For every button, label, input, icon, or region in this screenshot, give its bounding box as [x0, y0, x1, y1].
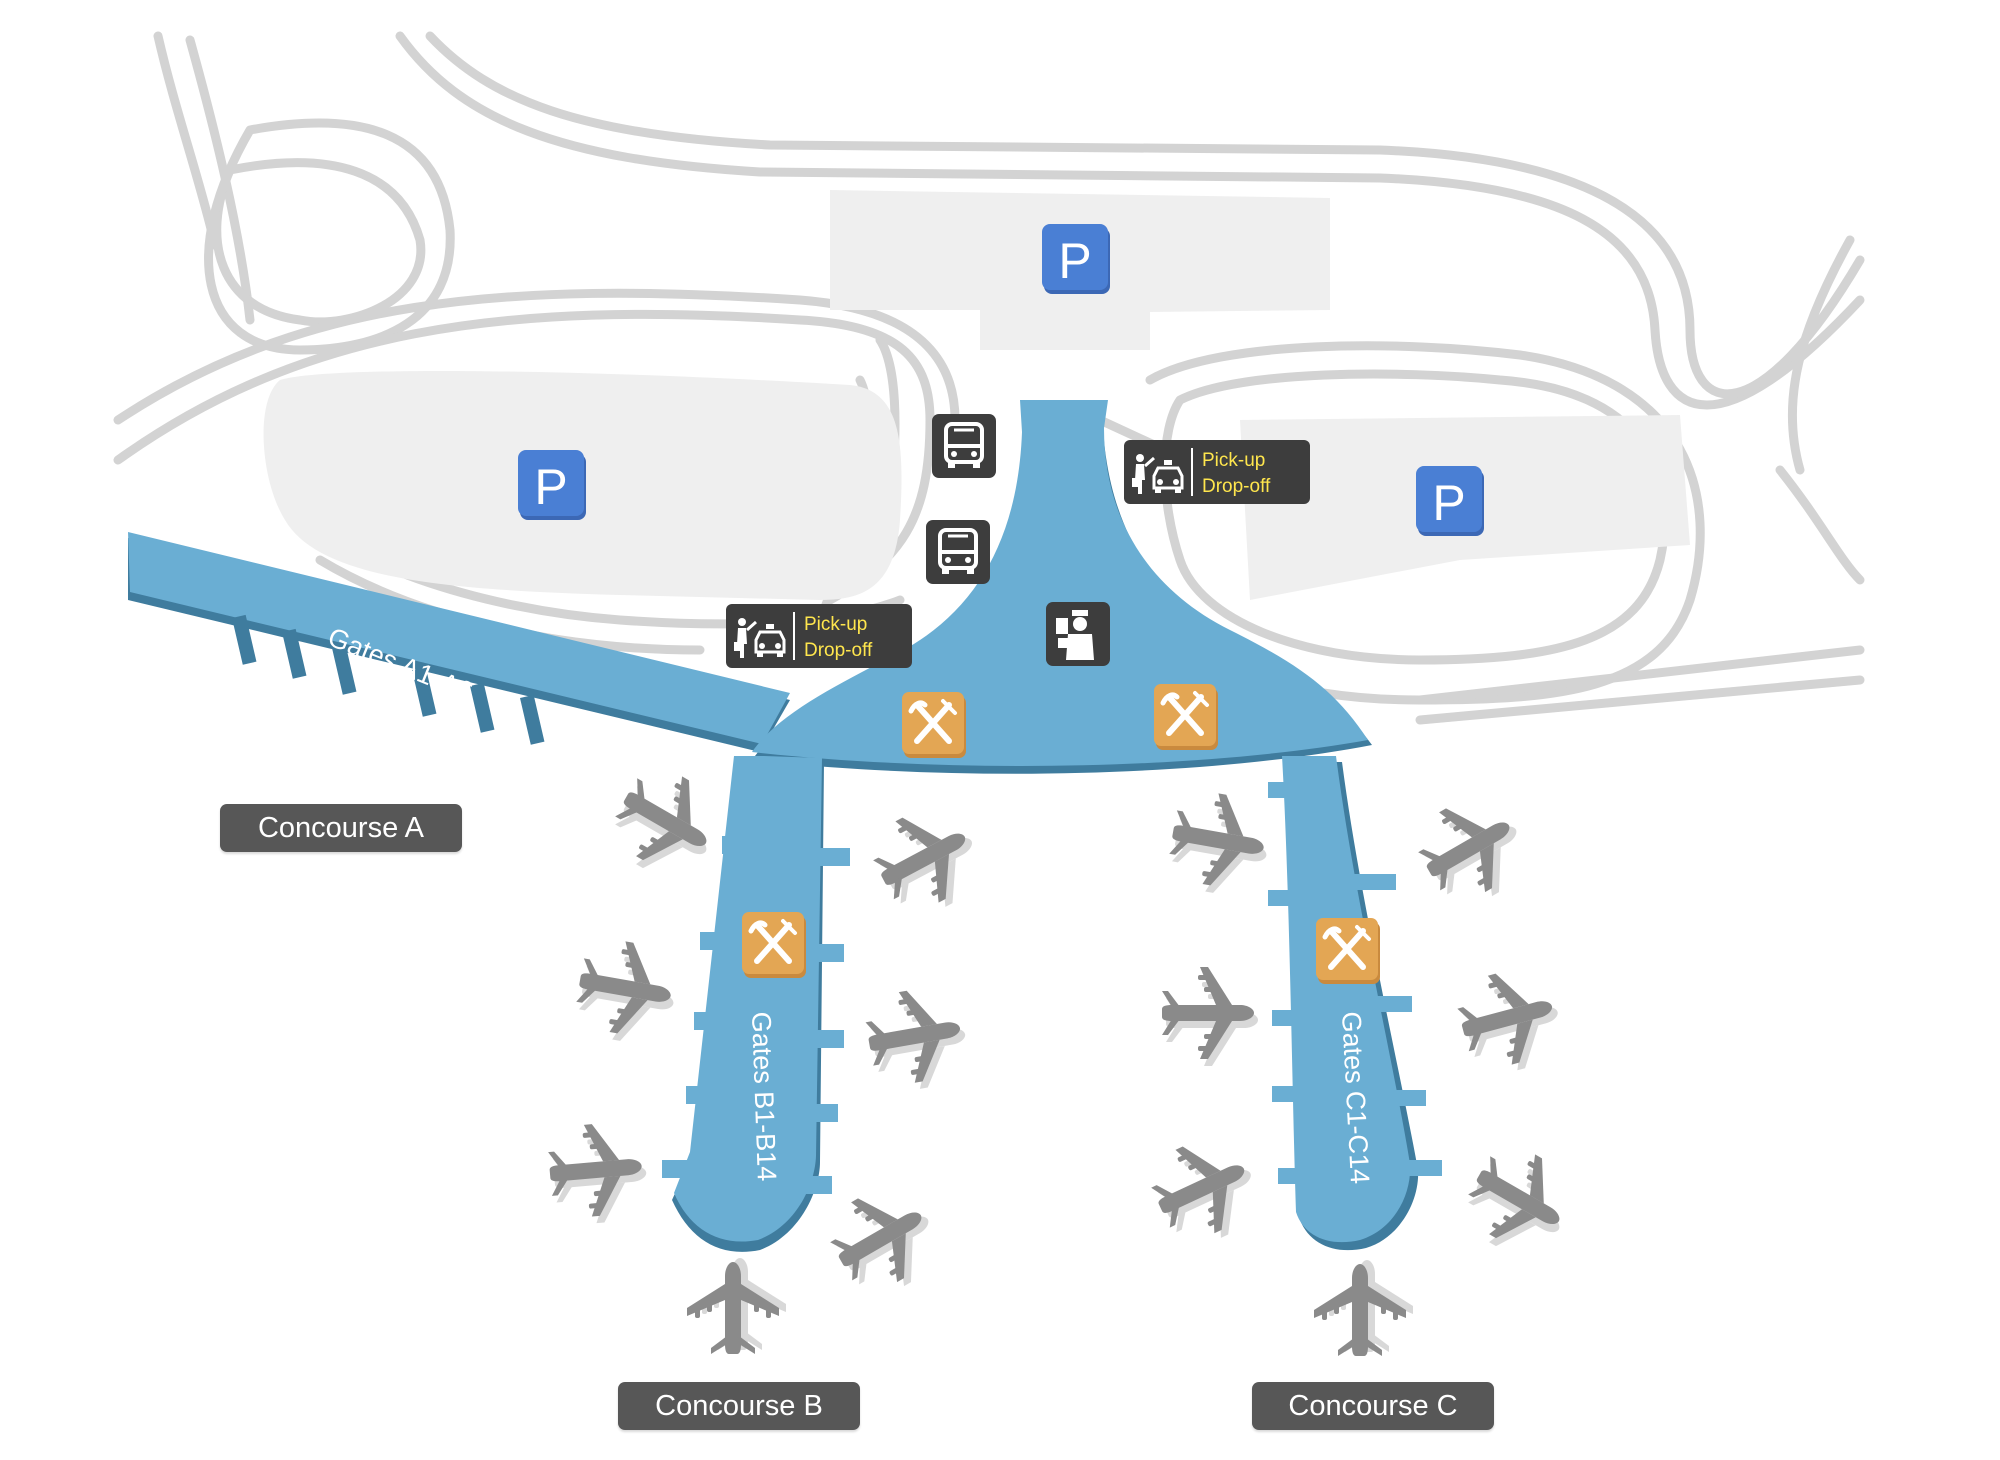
security-checkpoint-badge[interactable] — [1046, 602, 1110, 666]
parking-badge-north[interactable]: P — [1042, 224, 1110, 294]
restaurant-badge-1[interactable] — [902, 692, 966, 758]
airplane-icon — [1314, 1260, 1413, 1356]
airplane-icon — [818, 1175, 951, 1306]
concourse-a-label[interactable]: Concourse A — [220, 804, 462, 852]
concourse-c-label[interactable]: Concourse C — [1252, 1382, 1494, 1430]
dropoff-label: Drop-off — [804, 640, 873, 661]
airplane-icon — [1165, 786, 1275, 901]
restaurant-badge-3[interactable] — [742, 912, 806, 978]
bus-stop-badge-1[interactable] — [932, 414, 996, 478]
airplane-icon — [603, 757, 729, 892]
airplane-icon — [1162, 967, 1258, 1066]
pickup-dropoff-badge-west[interactable]: Pick-up Drop-off — [726, 604, 912, 668]
airplane-icon — [1451, 961, 1570, 1081]
gates-b-label: Gates B1-B14 — [746, 1011, 782, 1182]
pickup-label: Pick-up — [1202, 450, 1265, 471]
restaurant-badge-2[interactable] — [1154, 684, 1218, 750]
parking-icon: P — [1058, 233, 1091, 289]
airplane-icon — [687, 1258, 786, 1354]
security-officer-icon — [1056, 610, 1094, 660]
airplane-icon — [1141, 1127, 1270, 1254]
concourse-b-label[interactable]: Concourse B — [618, 1382, 860, 1430]
airplane-icon — [545, 1120, 651, 1227]
terminal-building: Gates A1-A6 Gates B1-B14 Gates C1-C14 — [128, 400, 1442, 1252]
parking-icon: P — [534, 459, 567, 515]
pickup-label: Pick-up — [804, 614, 867, 635]
airplane-icon — [861, 796, 994, 925]
airplane-icon — [1406, 785, 1539, 916]
dropoff-label: Drop-off — [1202, 476, 1271, 497]
parking-badge-west[interactable]: P — [518, 450, 586, 520]
parking-icon: P — [1432, 475, 1465, 531]
airplane-icon — [1456, 1135, 1582, 1270]
bus-stop-badge-2[interactable] — [926, 520, 990, 584]
pickup-dropoff-badge-east[interactable]: Pick-up Drop-off — [1124, 440, 1310, 504]
airplane-icon — [572, 934, 682, 1049]
airplane-icon — [861, 982, 974, 1096]
restaurant-badge-4[interactable] — [1316, 918, 1380, 984]
parking-badge-east[interactable]: P — [1416, 466, 1484, 536]
